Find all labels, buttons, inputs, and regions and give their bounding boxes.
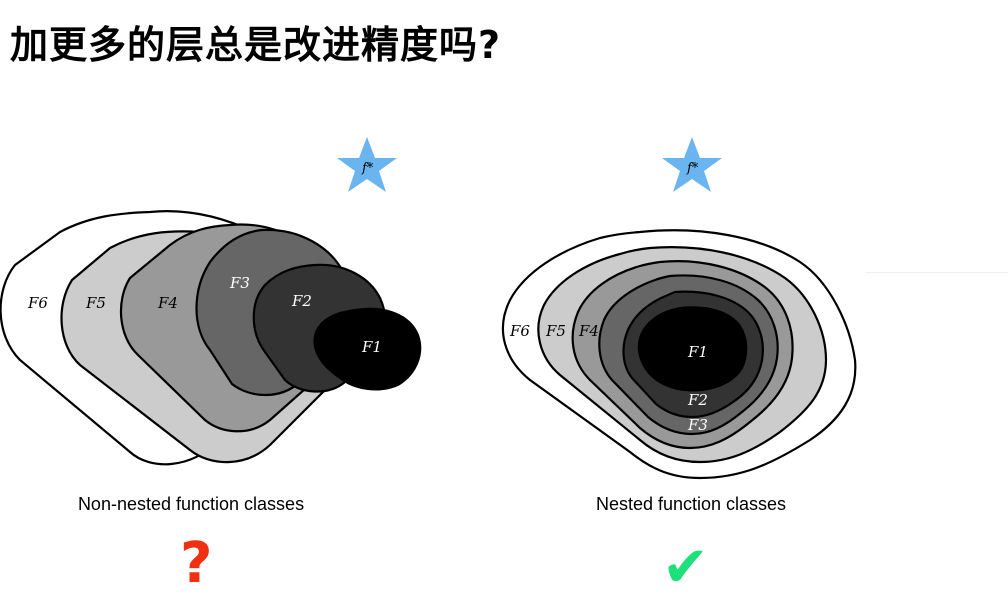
divider-line (865, 272, 1008, 273)
left-label-f3: F3 (229, 274, 250, 292)
left-star-icon: f* (337, 137, 397, 192)
left-caption: Non-nested function classes (77, 494, 305, 514)
left-label-f2: F2 (291, 292, 312, 310)
right-star-label: f* (686, 161, 699, 176)
left-label-f4: F4 (157, 294, 178, 312)
question-mark-icon: ? (180, 531, 213, 596)
left-set-f1 (313, 307, 422, 391)
right-label-f4: F4 (578, 322, 599, 340)
right-caption: Nested function classes (595, 494, 787, 514)
right-label-f2: F2 (687, 391, 708, 409)
right-label-f3: F3 (687, 416, 708, 434)
check-mark-icon: ✔ (662, 535, 709, 600)
right-label-f6: F6 (509, 322, 530, 340)
left-label-f6: F6 (27, 294, 48, 312)
page-title: 加更多的层总是改进精度吗? (10, 23, 502, 67)
right-label-f1: F1 (687, 343, 708, 361)
right-star-icon: f* (662, 137, 722, 192)
right-label-f5: F5 (545, 322, 566, 340)
left-label-f5: F5 (85, 294, 106, 312)
left-label-f1: F1 (361, 338, 382, 356)
right-set-f1 (637, 306, 748, 392)
left-star-label: f* (361, 161, 374, 176)
